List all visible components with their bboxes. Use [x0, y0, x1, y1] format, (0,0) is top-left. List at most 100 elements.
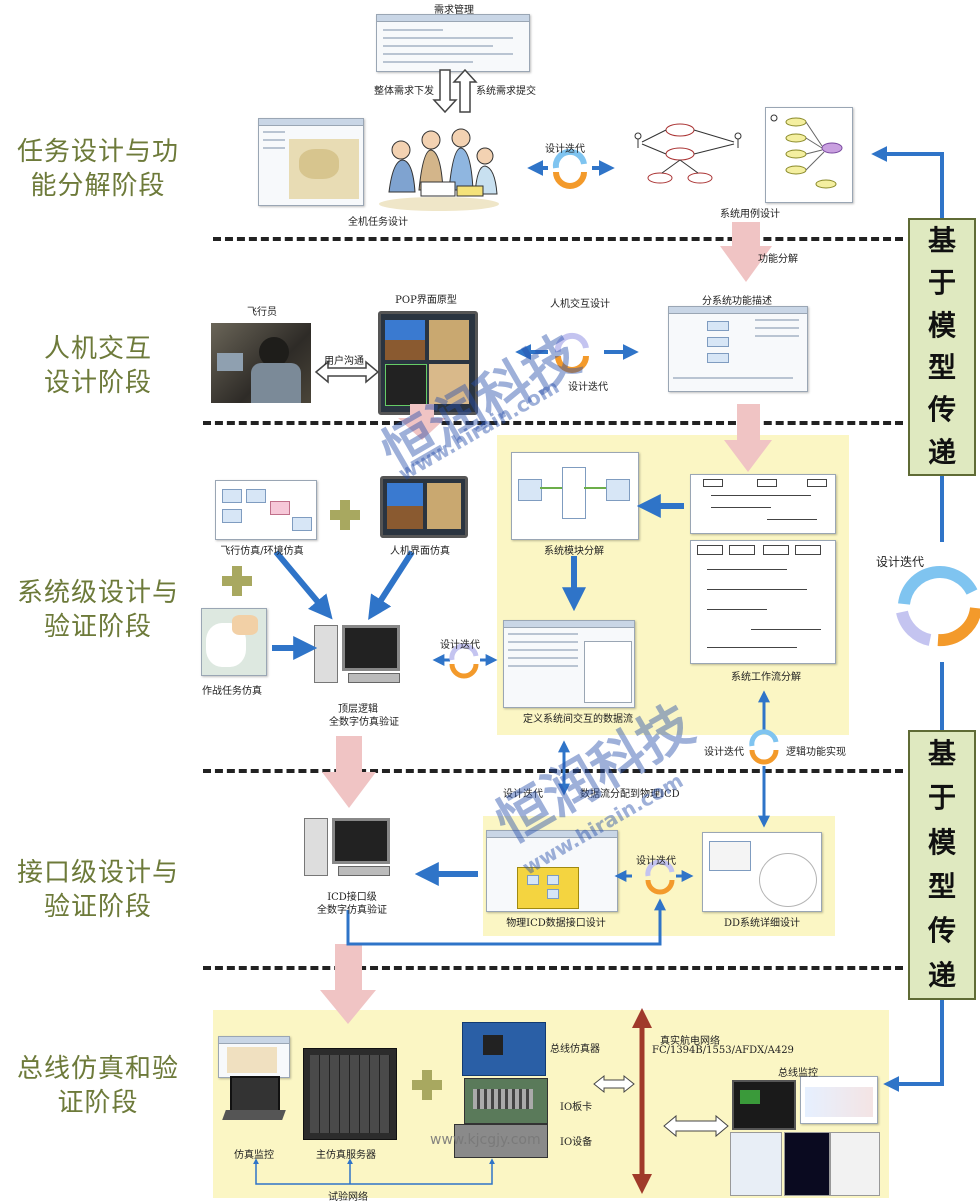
- side-char: 型: [927, 351, 956, 385]
- label-design-iteration-3: 设计迭代: [440, 640, 480, 651]
- label-combat-mission-sim: 作战任务仿真: [202, 686, 262, 697]
- bus-monitor-screen-2: [800, 1076, 878, 1124]
- io-device: [454, 1124, 548, 1158]
- use-case-detail-diagram: [765, 107, 853, 203]
- stage-title-line: 设计阶段: [43, 368, 152, 398]
- model-based-transfer-label-top: 基 于 模 型 传 递: [908, 218, 976, 476]
- label-hmi-sim: 人机界面仿真: [390, 546, 450, 557]
- label-hmi-design: 人机交互设计: [550, 299, 610, 310]
- separator-3: [203, 769, 903, 773]
- dataflow-screenshot: [503, 620, 635, 708]
- top-logic-computer: [314, 625, 402, 687]
- plus-icon: [412, 1070, 442, 1100]
- label-design-iteration-5: 设计迭代: [503, 789, 543, 800]
- separator-2: [203, 421, 903, 425]
- model-based-transfer-label-bottom: 基 于 模 型 传 递: [908, 730, 976, 1000]
- pilot-cockpit-photo: [211, 323, 311, 403]
- watermark-source: www.kjcgjy.com: [430, 1132, 541, 1148]
- label-design-iteration-4: 设计迭代: [704, 747, 744, 758]
- system-workflow-diagram: [690, 540, 836, 664]
- plus-icon: [222, 566, 252, 596]
- stage-title-system-level: 系统级设计与验证阶段: [0, 576, 196, 644]
- sim-server-rack: [303, 1048, 397, 1140]
- side-char: 模: [927, 825, 956, 859]
- label-overall-req-issue: 整体需求下发: [374, 86, 434, 97]
- combat-mission-map: [201, 608, 267, 676]
- side-char: 递: [927, 435, 956, 469]
- label-bus-monitor: 总线监控: [778, 1068, 818, 1079]
- label-design-iteration-side: 设计迭代: [875, 555, 925, 569]
- label-sim-monitor: 仿真监控: [234, 1150, 274, 1161]
- stage-title-bus-level: 总线仿真和验证阶段: [0, 1052, 196, 1120]
- separator-1: [213, 237, 903, 241]
- label-real-network-1: 真实航电网络: [660, 1036, 720, 1047]
- bus-monitor-panel-c: [830, 1132, 880, 1196]
- side-char: 于: [927, 781, 956, 815]
- stage-title-hmi-design: 人机交互设计阶段: [0, 332, 196, 400]
- label-define-dataflow: 定义系统间交互的数据流: [523, 714, 633, 725]
- stage-title-line: 人机交互: [43, 334, 152, 364]
- plus-icon: [330, 500, 360, 530]
- system-module-screenshot: [511, 452, 639, 540]
- stage-title-line: 接口级设计与: [16, 858, 179, 888]
- label-pop-ui-prototype: POP界面原型: [395, 295, 457, 306]
- label-subsystem-function-desc: 分系统功能描述: [702, 296, 772, 307]
- laptop: [222, 1076, 286, 1126]
- side-char: 递: [927, 958, 956, 992]
- label-logic-function-impl: 逻辑功能实现: [786, 747, 846, 758]
- subsystem-function-screenshot: [668, 306, 808, 392]
- dd-detail-design-screenshot: [702, 832, 822, 912]
- side-char: 于: [927, 266, 956, 300]
- label-whole-aircraft-task-design: 全机任务设计: [348, 217, 408, 228]
- label-dd-detail-design: DD系统详细设计: [723, 918, 801, 929]
- bus-monitor-screen-1: [732, 1080, 796, 1130]
- label-io-device: IO设备: [560, 1137, 593, 1148]
- icd-level-computer: [304, 818, 392, 878]
- label-main-sim-server: 主仿真服务器: [316, 1150, 376, 1161]
- stage-title-line: 系统级设计与: [16, 578, 179, 608]
- label-test-network: 试验网络: [328, 1192, 368, 1203]
- label-icd-level-2: 全数字仿真验证: [317, 905, 387, 916]
- side-char: 传: [927, 393, 956, 427]
- label-requirements-mgmt: 需求管理: [434, 5, 474, 16]
- label-io-board: IO板卡: [560, 1102, 593, 1113]
- hmi-sim-display: [380, 476, 468, 538]
- label-system-use-case-design: 系统用例设计: [720, 209, 780, 220]
- use-case-diagram: [630, 116, 748, 200]
- label-real-network-2: FC/1394B/1553/AFDX/A429: [652, 1045, 794, 1056]
- stage-title-interface-level: 接口级设计与验证阶段: [0, 856, 196, 924]
- side-char: 基: [927, 737, 956, 771]
- stage-title-line: 能分解阶段: [30, 171, 166, 201]
- bus-monitor-panel-b: [784, 1132, 830, 1196]
- stage-title-line: 验证阶段: [43, 612, 152, 642]
- side-char: 基: [927, 224, 956, 258]
- label-top-logic-1: 顶层逻辑: [338, 704, 378, 715]
- label-design-iteration-1: 设计迭代: [545, 144, 585, 155]
- stage-title-line: 验证阶段: [43, 892, 152, 922]
- task-design-map-screenshot: [258, 118, 364, 206]
- label-top-logic-2: 全数字仿真验证: [329, 717, 399, 728]
- label-physical-icd-design: 物理ICD数据接口设计: [506, 918, 606, 929]
- label-flight-env-sim: 飞行仿真/环境仿真: [220, 546, 304, 557]
- bus-simulator-board: [462, 1022, 546, 1076]
- stage-title-line: 任务设计与功: [16, 137, 179, 167]
- label-system-req-submit: 系统需求提交: [476, 86, 536, 97]
- side-char: 模: [927, 308, 956, 342]
- side-char: 传: [927, 914, 956, 948]
- pop-ui-prototype-display: [378, 311, 478, 415]
- label-system-workflow-decomposition: 系统工作流分解: [731, 672, 801, 683]
- label-user-communication: 用户沟通: [324, 356, 364, 367]
- label-pilot: 飞行员: [247, 307, 277, 318]
- engineers-team-illustration: [373, 120, 505, 212]
- label-design-iteration-2: 设计迭代: [568, 382, 608, 393]
- stage-title-line: 证阶段: [57, 1088, 139, 1118]
- cycle-icon-1: [552, 148, 587, 189]
- io-board-card: [464, 1078, 548, 1124]
- separator-4: [203, 966, 903, 970]
- physical-icd-screenshot: [486, 830, 618, 912]
- stage-title-line: 总线仿真和验: [16, 1054, 179, 1084]
- label-system-module-decomposition: 系统模块分解: [544, 546, 604, 557]
- stage-title-task-design: 任务设计与功能分解阶段: [0, 135, 196, 203]
- sequence-diagram-top: [690, 474, 836, 534]
- label-bus-simulator: 总线仿真器: [550, 1044, 600, 1055]
